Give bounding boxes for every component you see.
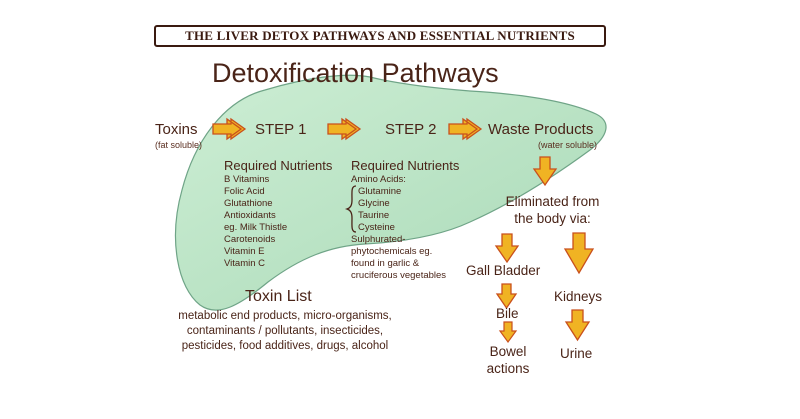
amino-acid-bracket (344, 185, 357, 233)
arrow-step1-to-step2 (327, 117, 362, 141)
list-item: Taurine (358, 210, 390, 221)
bile-label: Bile (496, 306, 519, 321)
arrow-to-gall-bladder (494, 233, 520, 264)
bowel-line: actions (486, 361, 530, 376)
list-item: Glutamine (358, 186, 402, 197)
page-title: Detoxification Pathways (212, 58, 499, 88)
toxin-list-heading: Toxin List (245, 288, 312, 305)
list-item: Glycine (358, 198, 390, 209)
amino-acids-list: Glutamine Glycine Taurine Cysteine (358, 186, 401, 234)
list-item: Antioxidants (224, 210, 276, 221)
gall-bladder-label: Gall Bladder (466, 263, 541, 278)
step1-nutrients-heading: Required Nutrients (224, 158, 333, 173)
waste-products-note: (water soluble) (538, 140, 598, 150)
list-item: Folic Acid (224, 186, 265, 197)
list-item: Cysteine (358, 222, 395, 233)
toxins-note: (fat soluble) (155, 140, 203, 150)
bowel-line: Bowel (489, 344, 527, 359)
step2-nutrients-heading: Required Nutrients (351, 158, 460, 173)
step1-label: STEP 1 (255, 121, 307, 138)
arrow-toxins-to-step1 (212, 117, 247, 141)
list-item: found in garlic & (351, 258, 420, 269)
banner-text: THE LIVER DETOX PATHWAYS AND ESSENTIAL N… (185, 28, 575, 43)
sulphur-phytochemicals-text: Sulphurated- phytochemicals eg. found in… (351, 234, 446, 282)
elimination-line: Eliminated from (505, 194, 600, 209)
step2-label: STEP 2 (385, 121, 437, 138)
list-item: cruciferous vegetables (351, 270, 447, 281)
toxin-line: contaminants / pollutants, insecticides, (186, 325, 384, 337)
arrow-waste-to-elimination (532, 156, 558, 187)
step1-nutrients-list: B Vitamins Folic Acid Glutathione Antiox… (224, 174, 287, 270)
toxin-line: pesticides, food additives, drugs, alcoh… (181, 340, 389, 352)
arrow-to-bowel (498, 321, 518, 344)
list-item: Vitamin C (224, 258, 266, 269)
list-item: B Vitamins (224, 174, 270, 185)
urine-label: Urine (560, 346, 593, 361)
list-item: Carotenoids (224, 234, 276, 245)
arrow-step2-to-waste (448, 117, 483, 141)
liver-shape (174, 74, 607, 311)
amino-acids-label: Amino Acids: (351, 174, 406, 185)
arrow-to-kidneys (563, 232, 595, 275)
title-banner: THE LIVER DETOX PATHWAYS AND ESSENTIAL N… (154, 25, 606, 47)
bowel-actions-label: Bowel actions (478, 343, 538, 377)
arrow-to-bile (495, 283, 518, 310)
elimination-heading: Eliminated from the body via: (490, 193, 615, 227)
arrow-to-urine (564, 309, 591, 342)
toxin-line: metabolic end products, micro-organisms, (178, 310, 392, 322)
list-item: phytochemicals eg. (351, 246, 433, 257)
list-item: Sulphurated- (351, 234, 406, 245)
toxin-list-text: metabolic end products, micro-organisms,… (160, 309, 410, 354)
waste-products-label: Waste Products (488, 121, 594, 138)
elimination-line: the body via: (514, 211, 591, 226)
list-item: eg. Milk Thistle (224, 222, 288, 233)
toxins-label: Toxins (155, 121, 198, 138)
list-item: Vitamin E (224, 246, 265, 257)
kidneys-label: Kidneys (554, 289, 603, 304)
list-item: Glutathione (224, 198, 273, 209)
